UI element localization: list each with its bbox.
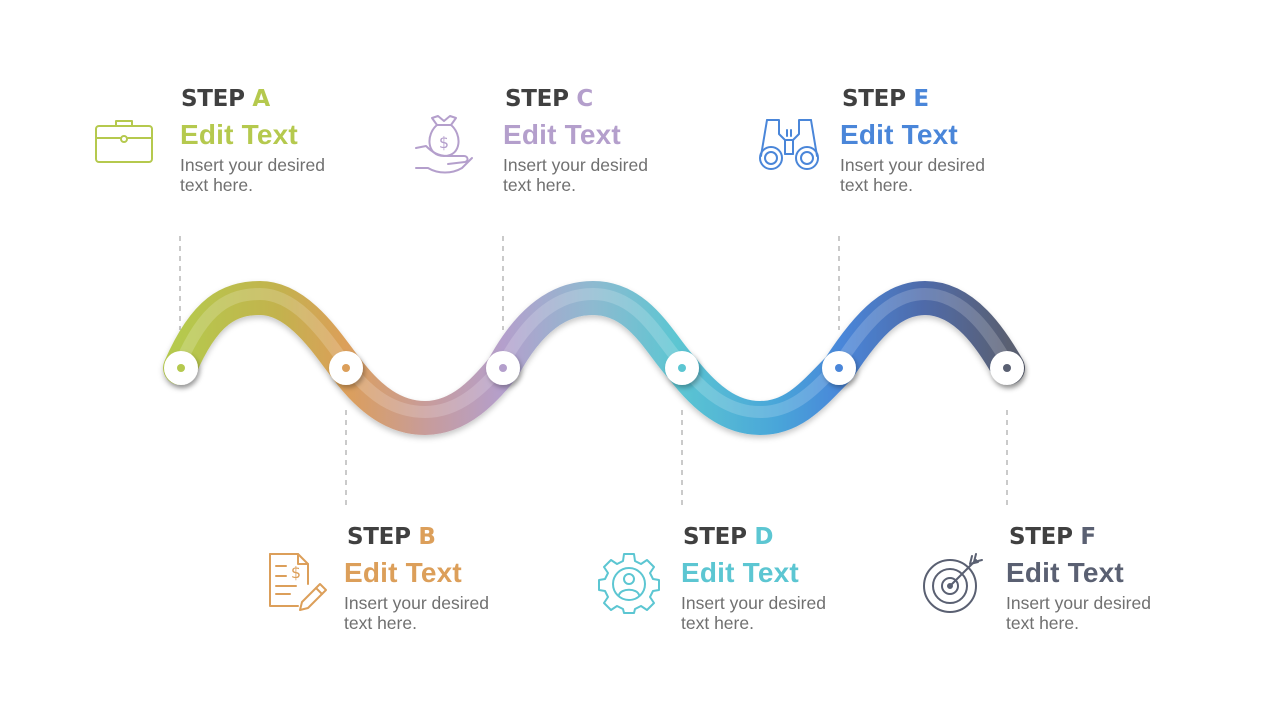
step-d-label: STEP D [683, 524, 774, 550]
step-e-letter: E [913, 86, 929, 112]
step-f-title: Edit Text [1006, 557, 1124, 588]
step-e-description: Insert your desired text here. [840, 155, 985, 195]
step-d-desc-line2: text here. [681, 613, 754, 633]
step-e-label: STEP E [842, 86, 929, 112]
step-c-label: STEP C [505, 86, 593, 112]
step-b-label: STEP B [347, 524, 436, 550]
invoice-pencil-icon: $ [264, 550, 328, 614]
step-d-desc-line1: Insert your desired [681, 593, 826, 613]
step-f-desc-line2: text here. [1006, 613, 1079, 633]
step-d-description: Insert your desired text here. [681, 593, 826, 633]
step-a-desc-line2: text here. [180, 175, 253, 195]
node-d-dot [678, 364, 686, 372]
step-b-desc-line2: text here. [344, 613, 417, 633]
wave-ribbon [163, 280, 1025, 436]
connector-lines [179, 236, 1008, 505]
step-e-desc-line2: text here. [840, 175, 913, 195]
step-a-desc-line1: Insert your desired [180, 155, 325, 175]
node-b [329, 351, 363, 385]
node-a-dot [177, 364, 185, 372]
svg-text:$: $ [439, 133, 449, 152]
step-a-label: STEP A [181, 86, 270, 112]
binoculars-icon [757, 112, 821, 176]
node-c-dot [499, 364, 507, 372]
briefcase-icon [92, 112, 156, 176]
node-f [990, 351, 1024, 385]
step-d-letter: D [754, 524, 774, 550]
step-a-letter: A [252, 86, 270, 112]
step-b-desc-line1: Insert your desired [344, 593, 489, 613]
step-f-desc-line1: Insert your desired [1006, 593, 1151, 613]
node-f-dot [1003, 364, 1011, 372]
node-e-dot [835, 364, 843, 372]
wave-ribbon-shine [174, 287, 1014, 419]
step-b-title: Edit Text [344, 557, 462, 588]
step-c-description: Insert your desired text here. [503, 155, 648, 195]
step-e-title: Edit Text [840, 119, 958, 150]
step-c-letter: C [576, 86, 593, 112]
step-b-letter: B [418, 524, 436, 550]
step-c-title: Edit Text [503, 119, 621, 150]
node-a [164, 351, 198, 385]
step-a-description: Insert your desired text here. [180, 155, 325, 195]
node-e [822, 351, 856, 385]
svg-text:$: $ [291, 563, 301, 582]
step-f-description: Insert your desired text here. [1006, 593, 1151, 633]
node-c [486, 351, 520, 385]
node-d [665, 351, 699, 385]
step-a-title: Edit Text [180, 119, 298, 150]
step-d-title: Edit Text [681, 557, 799, 588]
step-e-desc-line1: Insert your desired [840, 155, 985, 175]
step-b-description: Insert your desired text here. [344, 593, 489, 633]
step-f-letter: F [1080, 524, 1096, 550]
step-c-desc-line1: Insert your desired [503, 155, 648, 175]
target-arrow-icon [920, 552, 984, 616]
money-bag-hand-icon: $ [412, 112, 476, 176]
wave-nodes [164, 351, 1024, 385]
step-f-label: STEP F [1009, 524, 1096, 550]
step-c-desc-line2: text here. [503, 175, 576, 195]
node-b-dot [342, 364, 350, 372]
gear-user-icon [597, 550, 661, 614]
